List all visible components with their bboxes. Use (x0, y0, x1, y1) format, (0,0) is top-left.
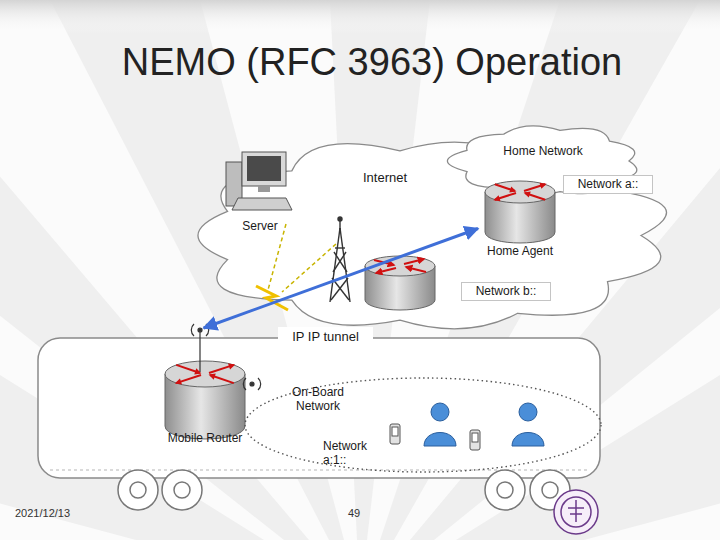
bus-wheel (118, 470, 570, 510)
server-computer (258, 186, 270, 192)
router-arrow (493, 195, 500, 201)
antenna-symbol (258, 378, 261, 390)
antenna-symbol (198, 328, 202, 332)
antenna-symbol (243, 378, 246, 390)
radio-tower (338, 217, 342, 221)
access-router (376, 268, 396, 273)
router-arrow (524, 192, 531, 198)
router: Mobile Router (158, 328, 252, 450)
antenna-symbol (199, 332, 200, 372)
antenna-symbol (191, 324, 260, 390)
person-icon (519, 403, 537, 421)
on-board-network: On-Board NetworkNetwork a:1:: (243, 376, 603, 474)
top-band (0, 0, 720, 34)
router: Home Agent (478, 178, 562, 262)
person-icon (431, 403, 449, 421)
node-label: Home Network (493, 145, 593, 159)
university-seal (554, 490, 598, 534)
server-computer (242, 152, 286, 186)
edge-label: IP IP tunnel (278, 327, 373, 347)
router-arrow (175, 379, 182, 385)
access-router (404, 259, 424, 264)
router-arrow (209, 374, 216, 380)
access-router (374, 259, 426, 273)
slide-title: NEMO (RFC 3963) Operation (122, 41, 623, 85)
router-arrow (493, 183, 546, 201)
university-seal (568, 500, 584, 522)
bus-wheel (162, 470, 202, 510)
router-top (165, 361, 245, 387)
radio-tower (334, 252, 347, 272)
mobile-phone (392, 427, 398, 436)
node-label: Network a:1:: (323, 440, 379, 468)
bus-wheel (130, 482, 146, 498)
node-label: Internet (345, 171, 425, 186)
network-label: Network a:: (563, 175, 653, 194)
bus-wheel (497, 482, 513, 498)
router-arrow (509, 186, 516, 192)
radio-tower (333, 252, 346, 272)
server-computer (232, 198, 292, 210)
page-number: 49 (348, 507, 360, 520)
radio-tower (330, 217, 350, 302)
antenna-symbol (250, 382, 254, 386)
mobile-phone (390, 424, 400, 444)
node-label: Server (222, 220, 298, 234)
node-label: On-Board Network (283, 386, 353, 414)
signal-dashed-line (282, 244, 336, 292)
server-computer (226, 152, 292, 210)
university-seal (561, 497, 591, 527)
network-label: Network b:: (461, 282, 551, 301)
server-computer: Server (222, 148, 298, 236)
person-icon (424, 403, 544, 446)
node-label: Home Agent (478, 245, 562, 259)
person-icon (512, 433, 544, 447)
tunnel-arrow (204, 229, 478, 328)
node-label: Mobile Router (158, 432, 252, 446)
vehicle-bus (38, 338, 600, 478)
server-computer (247, 156, 281, 181)
mobile-phone (472, 433, 478, 442)
router-top (485, 181, 555, 203)
mobile-phone (470, 430, 480, 450)
router-arrow (175, 363, 235, 384)
slide-date: 2021/12/13 (15, 507, 70, 520)
person-icon (424, 433, 456, 447)
mobile-phone (390, 424, 480, 450)
node-label: Network a:: (564, 178, 652, 192)
node-label: Network b:: (462, 285, 550, 299)
radio-tower (335, 247, 345, 248)
network-boundary (245, 378, 601, 472)
bus-wheel (485, 470, 525, 510)
vehicle-bus (38, 338, 600, 478)
router-arrow (539, 183, 546, 189)
university-seal (554, 490, 598, 534)
access-router (406, 267, 426, 272)
bus-wheel (542, 482, 558, 498)
bus-wheel (174, 482, 190, 498)
bus-wheel (118, 470, 158, 510)
signal-dashed-line (268, 224, 286, 290)
router-arrow (228, 363, 235, 369)
antenna-symbol (191, 324, 194, 336)
signal-dashed-line (268, 224, 336, 292)
